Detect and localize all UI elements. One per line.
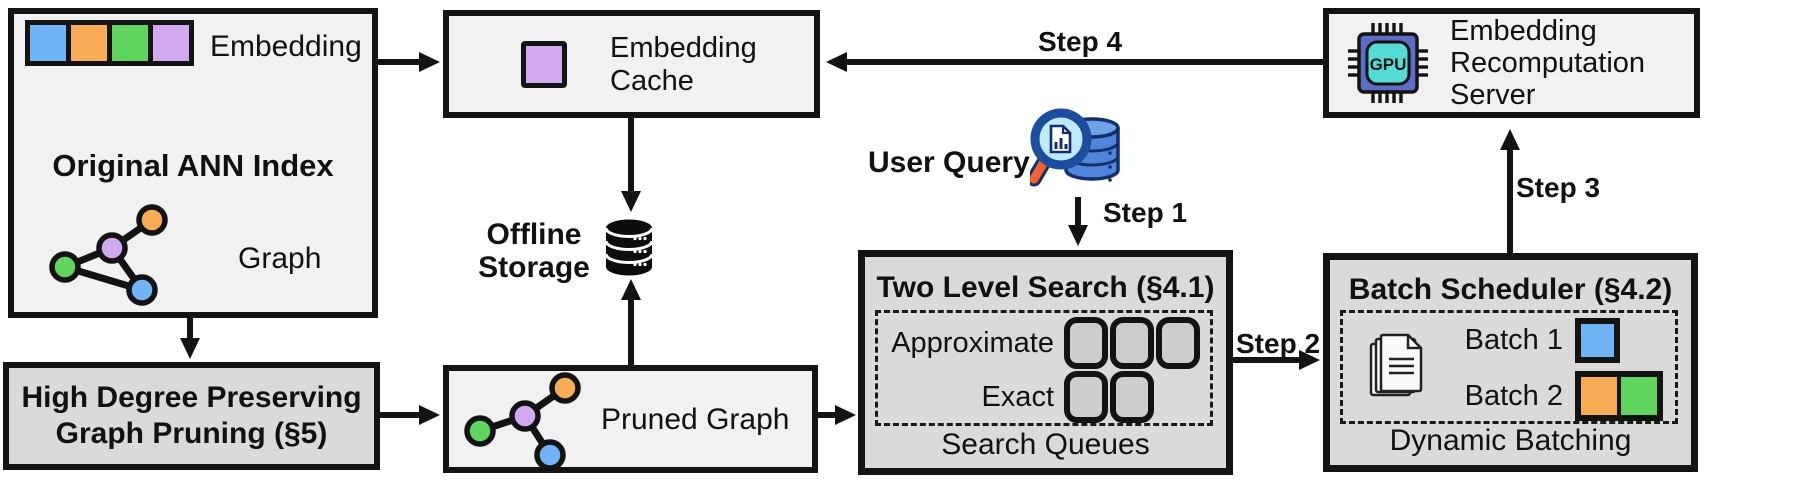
step3-label: Step 3 — [1516, 172, 1601, 203]
gpu-chip-icon: GPU — [1348, 23, 1428, 103]
exact-queue-slots — [1064, 371, 1200, 423]
embedding-cell-blue — [30, 25, 66, 61]
graph-node-orange — [549, 372, 581, 404]
batch2-label: Batch 2 — [1464, 379, 1563, 412]
embedding-cell-orange — [71, 25, 107, 61]
graph-node-blue — [126, 274, 158, 306]
query-search-icon — [1030, 108, 1120, 187]
graph-label: Graph — [238, 242, 322, 275]
batch-scheduler-box: Batch Scheduler (§4.2) Batch 1 Batch 2 — [1323, 253, 1698, 472]
embedding-cell-green — [112, 25, 148, 61]
batch2-queries — [1575, 371, 1663, 421]
two-level-search-title: Two Level Search (§4.1) — [876, 271, 1215, 304]
embedding-label: Embedding — [210, 30, 362, 63]
graph-pruning-title: High Degree Preserving Graph Pruning (§5… — [21, 381, 362, 450]
embedding-vector-icon — [25, 20, 194, 66]
embedding-recomputation-server-box: GPU Embedding Recomputation Server — [1323, 8, 1700, 118]
graph-node-purple — [509, 400, 541, 432]
original-ann-index-title: Original ANN Index — [52, 148, 334, 183]
cached-embedding-icon — [521, 41, 567, 88]
approximate-queue-label: Approximate — [891, 326, 1054, 359]
queue-slot — [1064, 371, 1108, 423]
graph-node-purple — [96, 232, 128, 264]
graph-node-green — [49, 251, 81, 283]
two-level-search-box: Two Level Search (§4.1) Approximate Exac… — [858, 250, 1233, 475]
batch1-label: Batch 1 — [1464, 324, 1563, 356]
pruned-graph-icon — [464, 372, 581, 471]
offline-storage-label: Offline Storage — [478, 218, 590, 284]
queue-slot — [1110, 371, 1154, 423]
graph-node-orange — [136, 204, 168, 236]
graph-node-green — [464, 415, 496, 447]
batch2-query-orange — [1581, 377, 1617, 415]
database-icon — [604, 219, 654, 276]
exact-queue-label: Exact — [981, 380, 1054, 413]
queue-slot — [1064, 317, 1108, 369]
original-ann-index-box: Embedding Original ANN Index Graph — [8, 8, 378, 318]
queue-slot — [1110, 317, 1154, 369]
batch-scheduler-title: Batch Scheduler (§4.2) — [1348, 273, 1673, 306]
gpu-chip-label: GPU — [1370, 55, 1407, 74]
queue-slot — [1156, 317, 1200, 369]
graph-node-blue — [534, 439, 566, 471]
embedding-cache-label: Embedding Cache — [610, 32, 757, 98]
search-queues-panel: Approximate Exact — [875, 310, 1213, 426]
batch-rows: Batch 1 Batch 2 — [1443, 313, 1663, 421]
pruned-graph-box: Pruned Graph — [443, 365, 818, 473]
batch2-query-green — [1621, 377, 1657, 415]
search-queues-caption: Search Queues — [941, 428, 1150, 461]
approximate-queue-slots — [1064, 317, 1200, 369]
dynamic-batching-caption: Dynamic Batching — [1389, 424, 1632, 457]
step2-label: Step 2 — [1236, 328, 1321, 359]
pruned-graph-label: Pruned Graph — [601, 403, 790, 436]
gpu-chip-core — [1365, 40, 1411, 86]
magnifier-handle — [1030, 157, 1049, 184]
batch1-queries — [1575, 318, 1620, 363]
graph-pruning-box: High Degree Preserving Graph Pruning (§5… — [3, 362, 380, 470]
embedding-cache-box: Embedding Cache — [443, 10, 820, 118]
step1-label: Step 1 — [1103, 197, 1188, 228]
embedding-cell-purple — [153, 25, 189, 61]
documents-stack-icon — [1369, 333, 1423, 397]
dynamic-batching-panel: Batch 1 Batch 2 — [1340, 310, 1678, 424]
graph-icon — [49, 204, 168, 306]
user-query-label: User Query — [868, 146, 1030, 179]
step4-label: Step 4 — [1038, 26, 1123, 57]
recomputation-server-label: Embedding Recomputation Server — [1450, 15, 1646, 111]
